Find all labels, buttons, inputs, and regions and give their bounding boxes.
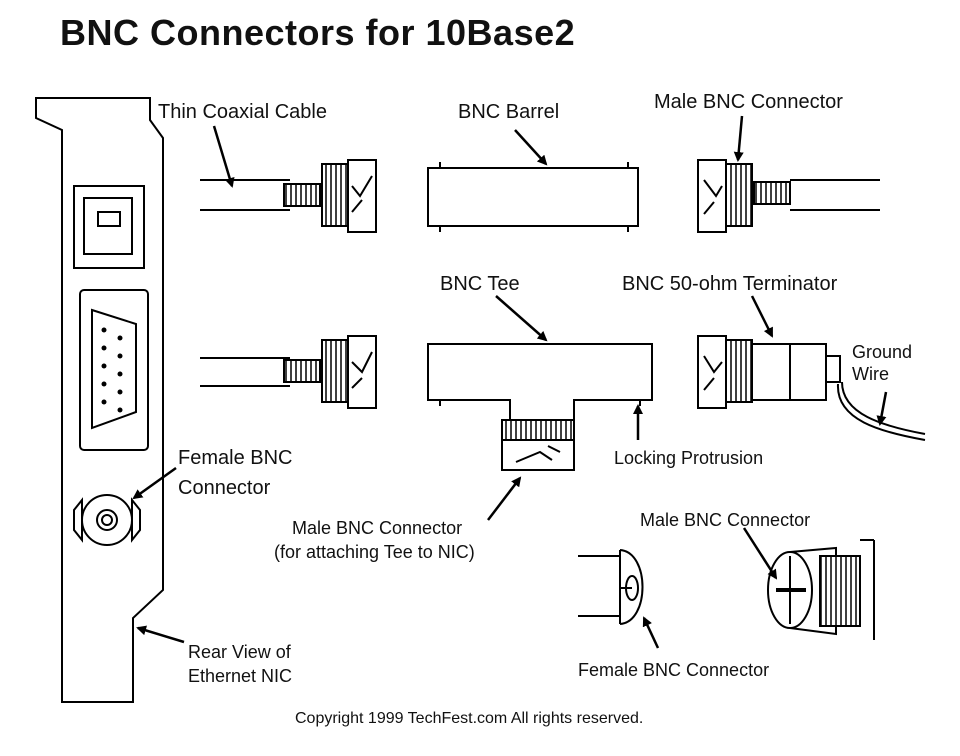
- label-male-bnc-bottom: Male BNC Connector: [640, 510, 811, 530]
- label-female-bnc-bottom: Female BNC Connector: [578, 660, 770, 680]
- label-bnc-terminator: BNC 50-ohm Terminator: [622, 273, 838, 295]
- coax-to-nic-icon: [200, 336, 376, 408]
- male-bnc-front-icon: [768, 540, 874, 640]
- label-bnc-barrel: BNC Barrel: [458, 101, 560, 123]
- bnc-barrel-icon: [428, 162, 638, 232]
- thin-coax-cable-icon: [200, 160, 376, 232]
- label-ground-wire-line1: Ground: [852, 342, 913, 362]
- male-bnc-connector-icon: [698, 160, 880, 232]
- label-female-bnc-nic-line2: Connector: [178, 477, 271, 499]
- label-bnc-tee: BNC Tee: [440, 273, 520, 295]
- label-male-bnc-connector-top: Male BNC Connector: [654, 91, 843, 113]
- label-male-bnc-tee-line1: Male BNC Connector: [292, 518, 463, 538]
- bnc-terminator-icon: [698, 336, 925, 440]
- label-male-bnc-tee-line2: (for attaching Tee to NIC): [274, 542, 475, 562]
- label-rear-view-line2: Ethernet NIC: [188, 666, 293, 686]
- nic-female-bnc-icon: [74, 495, 140, 545]
- label-thin-coaxial-cable: Thin Coaxial Cable: [158, 101, 327, 123]
- pointer-arrows: [132, 116, 886, 648]
- label-rear-view-line1: Rear View of: [188, 642, 291, 662]
- rj45-port-icon: [74, 186, 144, 268]
- diagram-title: BNC Connectors for 10Base2: [60, 12, 576, 53]
- copyright-notice: Copyright 1999 TechFest.com All rights r…: [295, 710, 644, 727]
- label-locking-protrusion: Locking Protrusion: [614, 448, 764, 468]
- db15-port-icon: [80, 290, 148, 450]
- nic-bracket-outline: [36, 98, 163, 702]
- label-female-bnc-nic-line1: Female BNC: [178, 447, 293, 469]
- bnc-tee-icon: [428, 344, 652, 470]
- label-ground-wire-line2: Wire: [852, 364, 889, 384]
- female-bnc-side-icon: [578, 550, 643, 624]
